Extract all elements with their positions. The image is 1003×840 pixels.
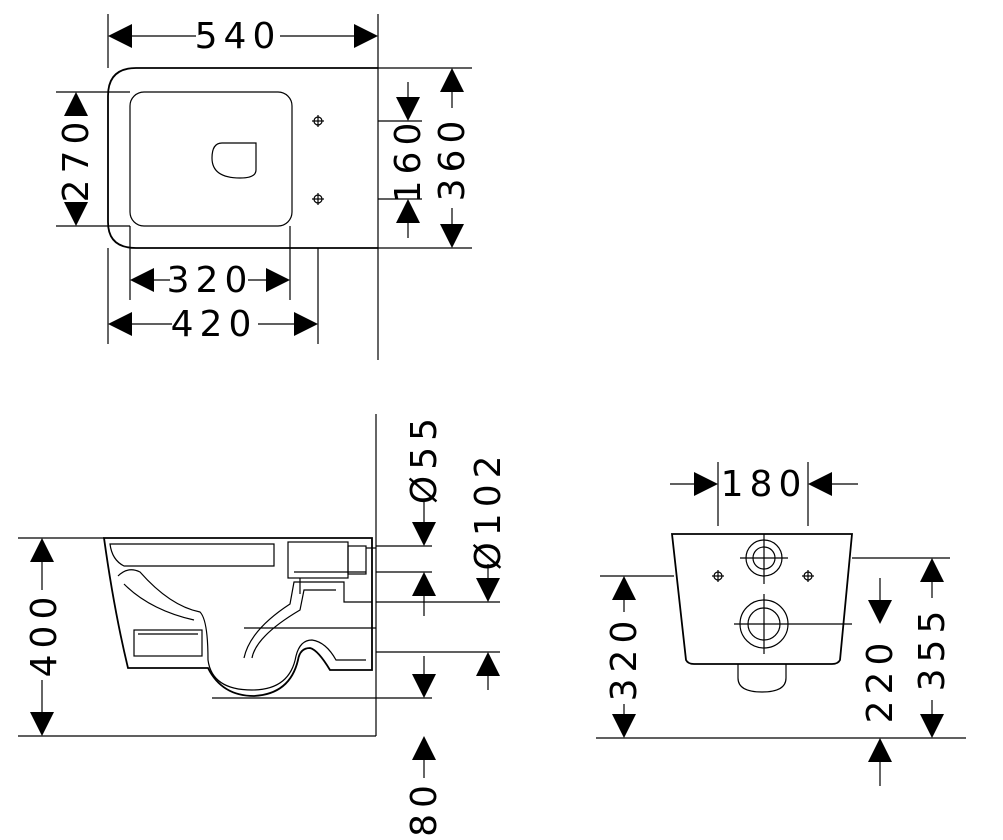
- dimension-540: 540: [108, 16, 378, 57]
- label-320: 320: [167, 260, 254, 301]
- outlet-circle-icon: [734, 594, 852, 654]
- label-180: 180: [721, 464, 808, 505]
- fixing-hole-icon: [712, 570, 724, 582]
- dimension-320-rear: 320: [604, 576, 645, 738]
- label-540: 540: [195, 16, 282, 57]
- dimension-diameter-55: Ø55: [404, 412, 445, 616]
- dimension-360: 360: [432, 68, 473, 248]
- label-270: 270: [56, 116, 97, 203]
- side-view: 400 Ø55 Ø102 80: [18, 412, 509, 837]
- fixing-hole-icon: [312, 115, 324, 127]
- top-view-seat: [129, 91, 293, 227]
- dimension-355: 355: [912, 558, 953, 738]
- dimension-220: 220: [860, 578, 901, 786]
- label-360: 360: [432, 115, 473, 202]
- fixing-hole-icon: [312, 193, 324, 205]
- dimension-420: 420: [108, 304, 318, 345]
- label-160: 160: [388, 117, 429, 204]
- dimension-diameter-102: Ø102: [468, 449, 509, 690]
- label-diameter-102: Ø102: [468, 449, 509, 570]
- dimension-400: 400: [24, 538, 65, 736]
- top-view-outline: [107, 67, 378, 249]
- label-420: 420: [171, 304, 258, 345]
- label-80: 80: [404, 779, 445, 837]
- label-220: 220: [860, 637, 901, 724]
- fixing-hole-icon: [802, 570, 814, 582]
- side-view-outline: [102, 537, 373, 697]
- dimension-270: 270: [56, 92, 97, 226]
- rear-view-outline: [670, 533, 853, 665]
- top-view-bowl-opening: [211, 142, 257, 179]
- top-view: 540 320 420 270: [56, 14, 473, 360]
- inlet-circle-icon: [740, 534, 788, 584]
- label-355: 355: [912, 605, 953, 692]
- dimension-320: 320: [130, 260, 290, 301]
- label-320-rear: 320: [604, 615, 645, 702]
- rear-view: 180 320 220 355: [596, 462, 966, 786]
- label-diameter-55: Ø55: [404, 412, 445, 504]
- dimension-160: 160: [388, 82, 429, 238]
- label-400: 400: [24, 591, 65, 678]
- dimension-80: 80: [404, 656, 445, 837]
- dimension-180: 180: [670, 464, 858, 505]
